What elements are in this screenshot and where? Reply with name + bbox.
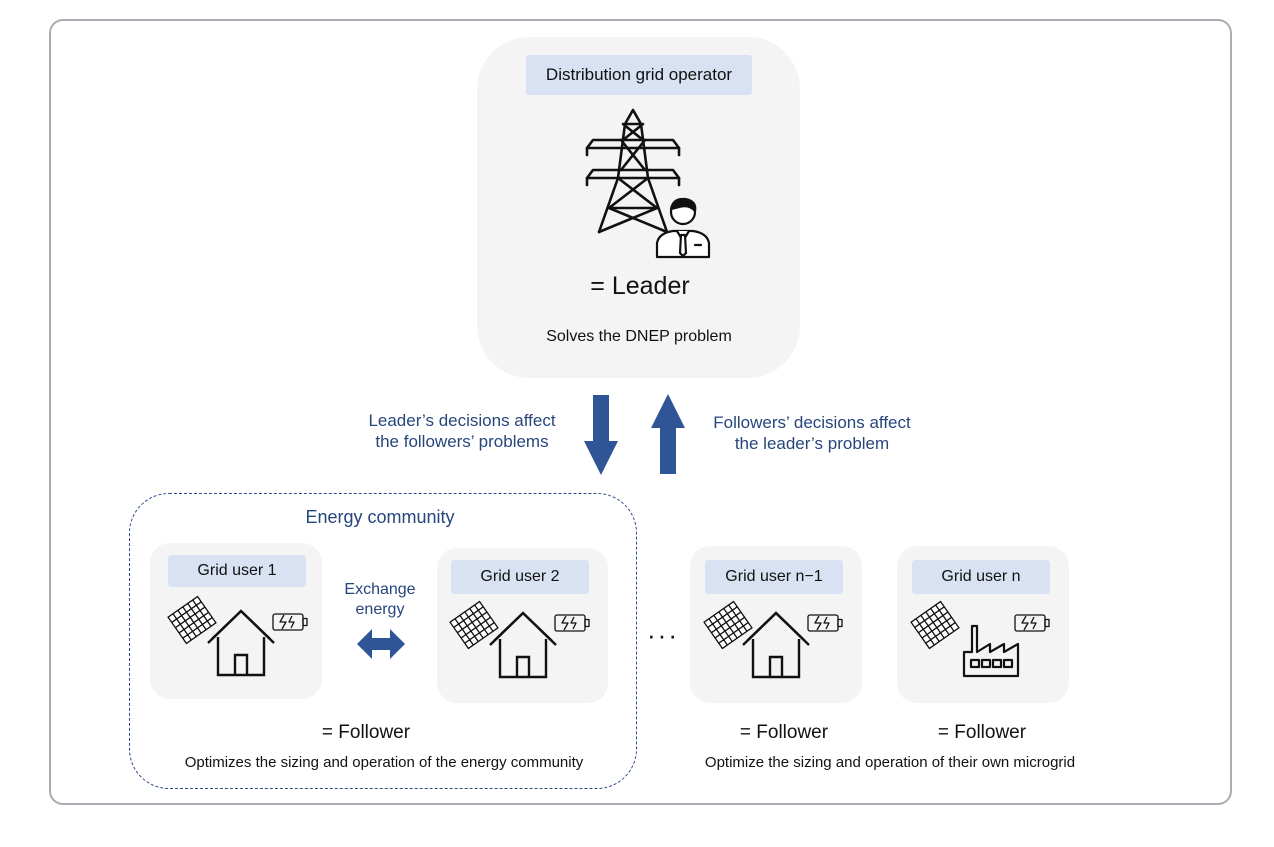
up-arrow-text-line2: the leader’s problem	[734, 434, 890, 453]
leader-description: Solves the DNEP problem	[546, 328, 732, 345]
down-arrow-text-line1: Leader’s decisions affect	[368, 411, 556, 430]
energy-community-title: Energy community	[305, 507, 455, 527]
solar-panel-icon	[910, 600, 960, 650]
ellipsis: ···	[647, 620, 679, 650]
down-arrow-text-line2: the followers’ problems	[375, 432, 549, 451]
energy-community-boundary	[129, 493, 637, 789]
independent-users-description: Optimize the sizing and operation of the…	[704, 754, 1076, 771]
transmission-tower-icon	[585, 108, 681, 234]
grid-user-n-tag: Grid user n	[912, 560, 1050, 594]
battery-icon	[807, 614, 843, 632]
factory-icon	[962, 624, 1020, 678]
operator-person-icon	[655, 197, 711, 259]
grid-user-2-tag: Grid user 2	[451, 560, 589, 594]
down-arrow-icon	[584, 395, 618, 475]
leader-label: = Leader	[590, 272, 690, 300]
double-arrow-icon	[357, 629, 405, 659]
community-description: Optimizes the sizing and operation of th…	[184, 754, 584, 771]
grid-user-n-minus-1-follower-label: = Follower	[739, 722, 829, 743]
house-icon	[488, 611, 558, 679]
house-icon	[741, 611, 811, 679]
up-arrow-icon	[651, 394, 685, 474]
exchange-energy-line2: energy	[355, 601, 405, 618]
house-icon	[206, 609, 276, 677]
battery-icon	[272, 613, 308, 631]
grid-user-n-follower-label: = Follower	[937, 722, 1027, 743]
up-arrow-text-line1: Followers’ decisions affect	[713, 413, 911, 432]
up-arrow-text: Followers’ decisions affect the leader’s…	[692, 412, 932, 454]
battery-icon	[554, 614, 590, 632]
leader-tag: Distribution grid operator	[526, 55, 752, 95]
grid-user-1-tag: Grid user 1	[168, 555, 306, 587]
exchange-energy-line1: Exchange	[344, 581, 416, 598]
diagram-frame	[49, 19, 1232, 805]
community-follower-label: = Follower	[321, 722, 411, 743]
grid-user-n-minus-1-tag: Grid user n−1	[705, 560, 843, 594]
down-arrow-text: Leader’s decisions affect the followers’…	[340, 410, 584, 452]
exchange-energy-text: Exchange energy	[330, 580, 430, 620]
